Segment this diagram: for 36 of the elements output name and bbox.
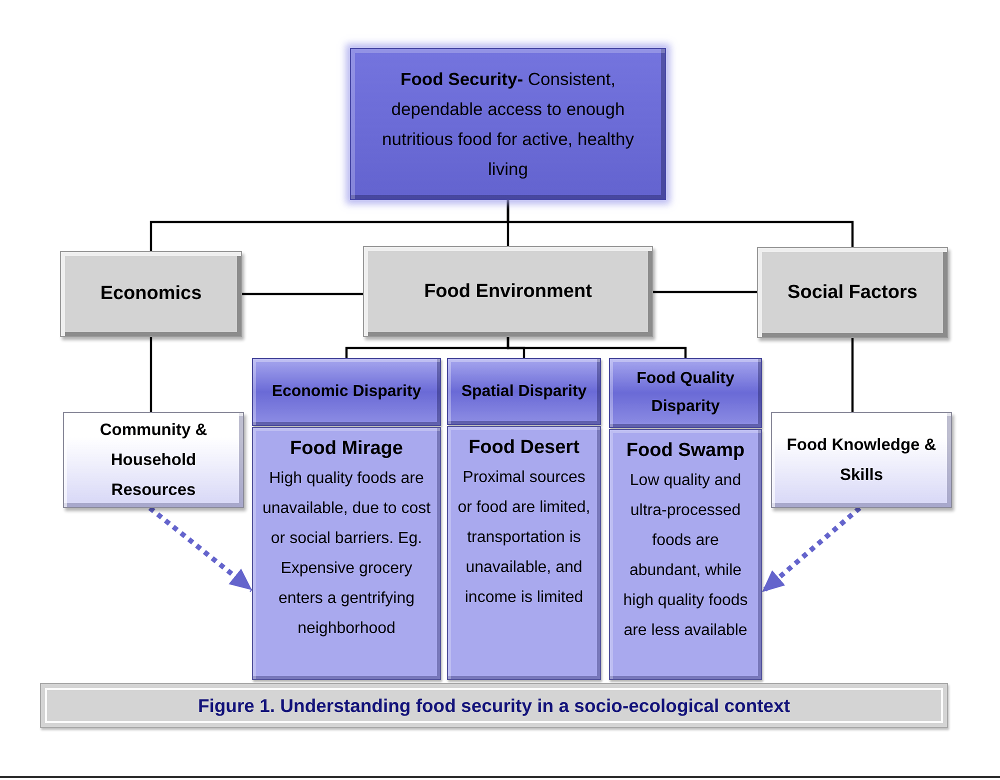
column-description: Low quality and ultra-processed foods are abundant, while high quality foods are less available [622, 471, 749, 641]
category-box [757, 247, 948, 338]
resource-label: Community & Household Resources [98, 420, 208, 501]
category-box [60, 251, 242, 337]
figure-caption: Figure 1. Understanding food security in a socio-ecological context [198, 694, 790, 716]
column-title: Food Mirage [290, 437, 403, 461]
description-box [609, 429, 762, 680]
column-title: Food Swamp [626, 439, 745, 463]
heading-box [609, 358, 762, 428]
definition-box [350, 48, 666, 200]
heading-box [447, 358, 601, 425]
column-description: High quality foods are unavailable, due to cost or social barriers. Eg. Expensive grocery enters a gentrifying neighborhood [261, 469, 432, 639]
column-description: Proximal sources or food are limited, transportation is unavailable, and income is limited [456, 468, 592, 608]
category-label: Food Environment [424, 280, 592, 302]
connector-line [506, 200, 854, 247]
resource-box [771, 412, 952, 508]
column-heading: Economic Disparity [272, 382, 422, 402]
column-heading: Spatial Disparity [461, 382, 587, 402]
definition-text: Food Security- Consistent, dependable access to enough nutritious food for active, healthy living [381, 68, 635, 181]
category-box [363, 246, 653, 337]
dotted-arrow [760, 506, 862, 594]
dotted-arrow [148, 506, 254, 592]
category-label: Social Factors [788, 282, 918, 304]
heading-box [252, 358, 441, 426]
resource-label: Food Knowledge & Skills [786, 435, 938, 486]
connector-line [506, 337, 687, 358]
column-heading: Food Quality Disparity [636, 369, 736, 417]
description-box [252, 427, 441, 680]
connector-line [242, 292, 363, 296]
resource-box [63, 412, 244, 508]
category-label: Economics [100, 283, 202, 305]
description-box [447, 426, 601, 680]
connector-line [653, 290, 757, 294]
column-title: Food Desert [468, 436, 580, 460]
connector-line [851, 338, 854, 412]
connector-line [150, 337, 152, 412]
